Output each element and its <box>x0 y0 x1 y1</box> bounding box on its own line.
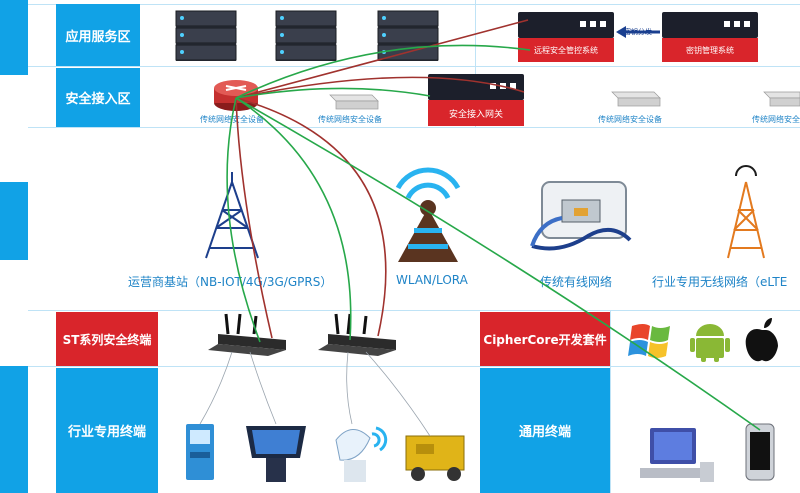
satellite-dish-icon <box>335 426 388 482</box>
left-edge-bar-mid <box>0 182 28 260</box>
remote-mgmt-appliance <box>518 12 614 38</box>
zone-st-terminal: ST系列安全终端 <box>56 312 158 366</box>
industrial-machine-icon <box>405 435 465 481</box>
android-icon <box>690 324 730 362</box>
windows-icon <box>628 324 670 358</box>
remote-mgmt-system-label: 远程安全管控系统 <box>518 38 614 62</box>
zone-industry-terminal: 行业专用终端 <box>56 368 158 493</box>
key-mgmt-appliance <box>662 12 758 38</box>
st-router-icon-1 <box>208 313 286 356</box>
divider-1 <box>28 4 800 5</box>
key-mgmt-system-label: 密钥管理系统 <box>662 38 758 62</box>
zone-app-service: 应用服务区 <box>56 4 140 66</box>
left-edge-bar-bottom <box>0 366 28 493</box>
left-edge-bar-top <box>0 0 28 75</box>
net-sec-caption-4: 传统网络安全设备 <box>752 115 800 124</box>
net-sec-device-icon-4 <box>763 91 800 107</box>
zone-secure-access: 安全接入区 <box>56 68 140 127</box>
atm-icon <box>186 424 214 480</box>
kiosk-icon <box>246 426 306 482</box>
st-router-icon-2 <box>318 313 396 356</box>
smartphone-icon <box>745 423 775 481</box>
desktop-computer-icon <box>640 428 714 482</box>
apple-icon <box>745 318 778 362</box>
